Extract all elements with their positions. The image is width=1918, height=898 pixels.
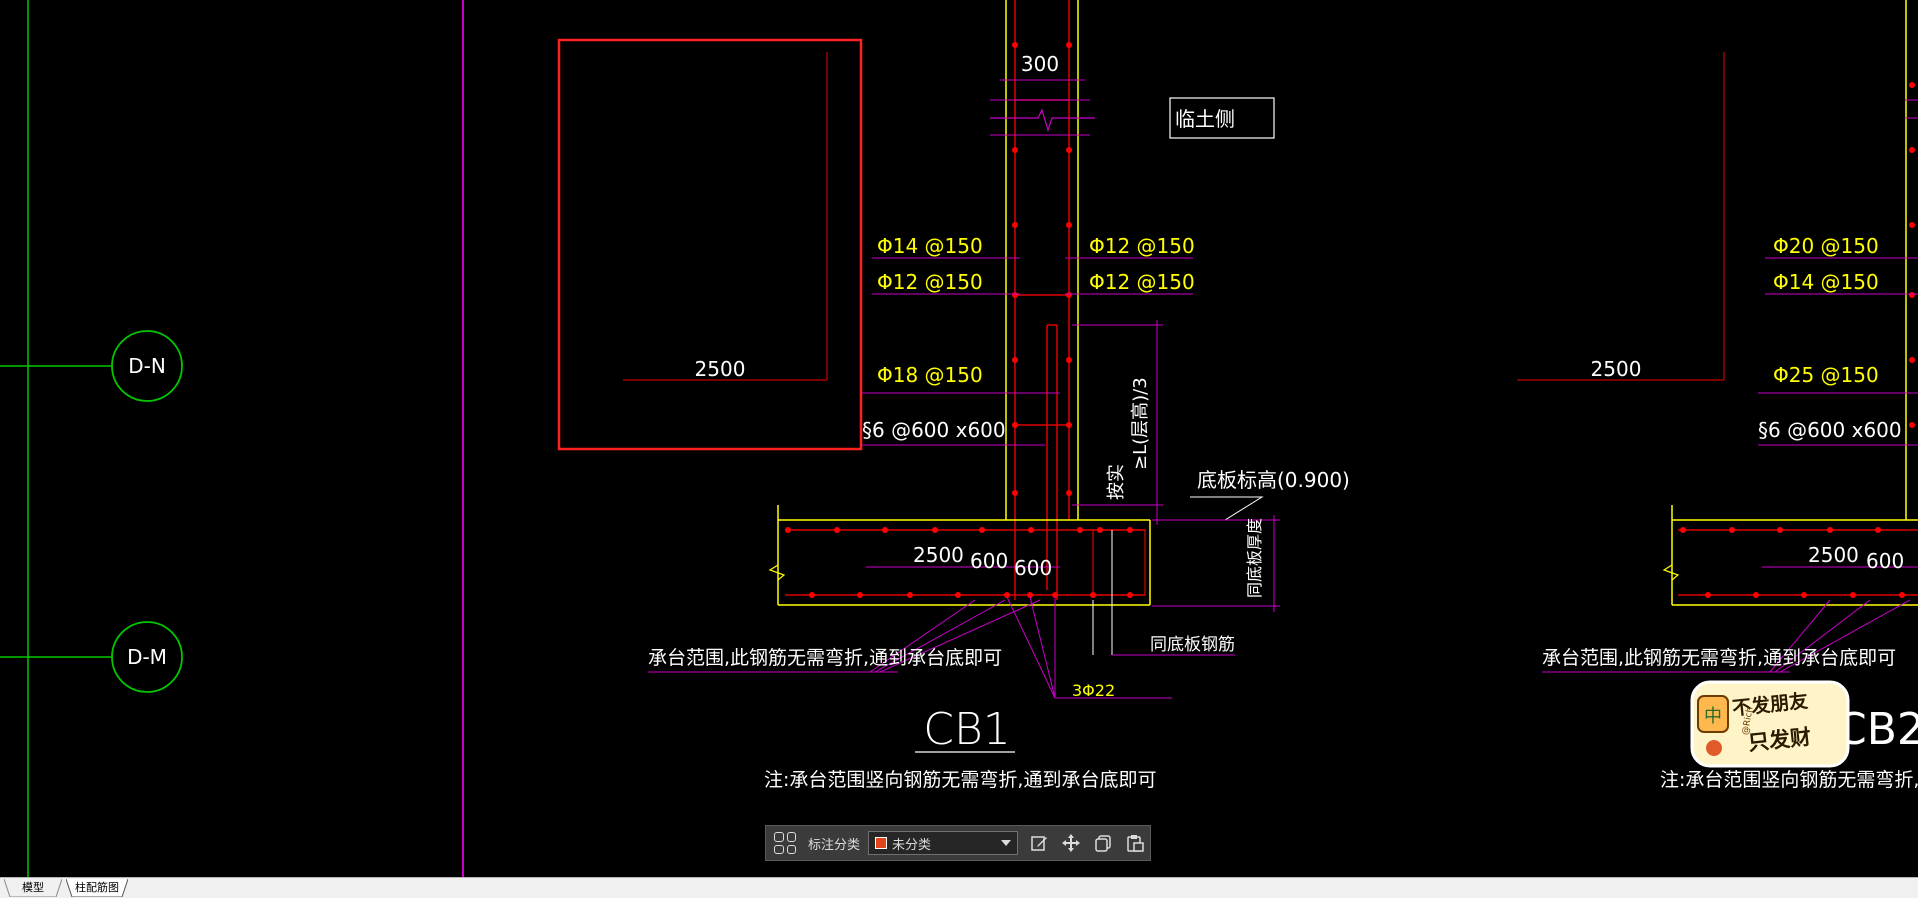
leader-line bbox=[869, 599, 976, 673]
base-dim-600b: 600 bbox=[1014, 556, 1052, 580]
paste-icon[interactable] bbox=[1124, 832, 1146, 854]
rebar-label-outer-2: Φ12 @150 bbox=[877, 270, 983, 294]
soil-side-label: 临土侧 bbox=[1175, 107, 1235, 131]
section-cb2: 2500 Φ20 @150 Φ14 @150 Φ25 @150 §6 @600 … bbox=[1517, 0, 1918, 791]
leader-line bbox=[1006, 596, 1056, 699]
axis-bubble-dn bbox=[111, 330, 183, 402]
section-note-cb2: 注:承台范围竖向钢筋无需弯折,通到承台底即可 bbox=[1660, 769, 1918, 791]
box-dim-text: 2500 bbox=[695, 357, 746, 381]
category-selected-value: 未分类 bbox=[892, 837, 932, 853]
tab-column-reinforcement[interactable]: 柱配筋图 bbox=[66, 879, 128, 897]
cap-note-cb2: 承台范围,此钢筋无需弯折,通到承台底即可 bbox=[1542, 647, 1896, 669]
rebar-dots bbox=[1012, 42, 1072, 496]
tab-model-label: 模型 bbox=[22, 881, 44, 894]
category-label: 标注分类 bbox=[808, 837, 861, 853]
edge-stirrup bbox=[1092, 529, 1146, 596]
move-icon[interactable] bbox=[1060, 832, 1082, 854]
base-dim-2500-cb2: 2500 bbox=[1808, 543, 1859, 567]
copy-icon[interactable] bbox=[1092, 832, 1114, 854]
leader-line bbox=[1774, 599, 1871, 673]
leader-line bbox=[879, 599, 1041, 673]
axis-bubble-dm bbox=[111, 621, 183, 693]
cap-note: 承台范围,此钢筋无需弯折,通到承台底即可 bbox=[648, 647, 1002, 669]
chevron-down-icon bbox=[1001, 840, 1012, 846]
base-rebar-dots bbox=[785, 527, 1133, 598]
annotation-toolbar: 标注分类 未分类 bbox=[765, 825, 1151, 861]
base-dim-600a: 600 bbox=[970, 549, 1008, 573]
tie-rebar-label-cb2: §6 @600 x600 bbox=[1758, 418, 1902, 442]
rebar-label-inner-2: Φ12 @150 bbox=[1089, 270, 1195, 294]
axis-label-dm: D-M bbox=[127, 645, 167, 669]
break-mark-cb2 bbox=[1662, 564, 1680, 581]
tab-model[interactable]: 模型 bbox=[4, 879, 62, 897]
break-line bbox=[990, 108, 1095, 132]
rebar-dots-cb2 bbox=[1909, 82, 1915, 428]
layout-tab-bar: 模型 柱配筋图 bbox=[0, 877, 1918, 898]
sticker-graphic: 中 bbox=[1690, 680, 1850, 768]
section-title-cb2: CB2 bbox=[1836, 704, 1918, 755]
section-cb1: 2500 300 临土侧 bbox=[557, 0, 1350, 791]
rebar-label-outer-3: Φ18 @150 bbox=[877, 363, 983, 387]
tie-rebar-label: §6 @600 x600 bbox=[862, 418, 1006, 442]
rebar-label-cb2-1: Φ20 @150 bbox=[1773, 234, 1879, 258]
red-viewport-frame bbox=[557, 38, 863, 451]
break-mark bbox=[768, 564, 786, 581]
tab-column-reinforcement-label: 柱配筋图 bbox=[75, 881, 119, 894]
rebar-label-cb2-3: Φ25 @150 bbox=[1773, 363, 1879, 387]
as-built-label: 按实 bbox=[1106, 464, 1127, 500]
svg-text:中: 中 bbox=[1704, 706, 1722, 727]
rebar-label-inner-1: Φ12 @150 bbox=[1089, 234, 1195, 258]
cad-drawing-canvas[interactable]: D-N D-M 2500 300 bbox=[0, 0, 1918, 877]
leader-line bbox=[1029, 596, 1056, 699]
dim-300-text: 300 bbox=[1021, 52, 1059, 76]
edit-icon[interactable] bbox=[1028, 832, 1050, 854]
base-dim-2500: 2500 bbox=[913, 543, 964, 567]
leader-line bbox=[1779, 599, 1911, 673]
length-note: ≥L(层高)/3 bbox=[1130, 377, 1151, 470]
same-slab-rebar: 同底板钢筋 bbox=[1150, 635, 1235, 655]
section-note-cb1: 注:承台范围竖向钢筋无需弯折,通到承台底即可 bbox=[764, 769, 1156, 791]
box-dim-text-cb2: 2500 bbox=[1591, 357, 1642, 381]
grid-menu-icon[interactable] bbox=[774, 832, 796, 854]
leader-line bbox=[874, 599, 1006, 673]
sticker-overlay: 中 不发朋友 只发财 @Rich bbox=[1690, 680, 1850, 768]
rebar-label-outer-1: Φ14 @150 bbox=[877, 234, 983, 258]
soil-side-box bbox=[1169, 97, 1275, 139]
leader-line bbox=[1769, 599, 1831, 673]
rebar-label-cb2-2: Φ14 @150 bbox=[1773, 270, 1879, 294]
elev-marker bbox=[1190, 496, 1264, 521]
bottom-rebar-label: 3Φ22 bbox=[1072, 681, 1115, 700]
same-slab-thickness: 同底板厚度 bbox=[1245, 518, 1264, 598]
axis-label-dn: D-N bbox=[128, 354, 166, 378]
base-dim-600-cb2: 600 bbox=[1866, 549, 1904, 573]
section-title-cb1: CB1 bbox=[923, 704, 1011, 755]
category-select[interactable]: 未分类 bbox=[868, 831, 1019, 855]
base-rebar-dots-cb2 bbox=[1680, 527, 1905, 598]
category-color-swatch bbox=[875, 837, 888, 849]
slab-elev-label: 底板标高(0.900) bbox=[1197, 468, 1350, 492]
